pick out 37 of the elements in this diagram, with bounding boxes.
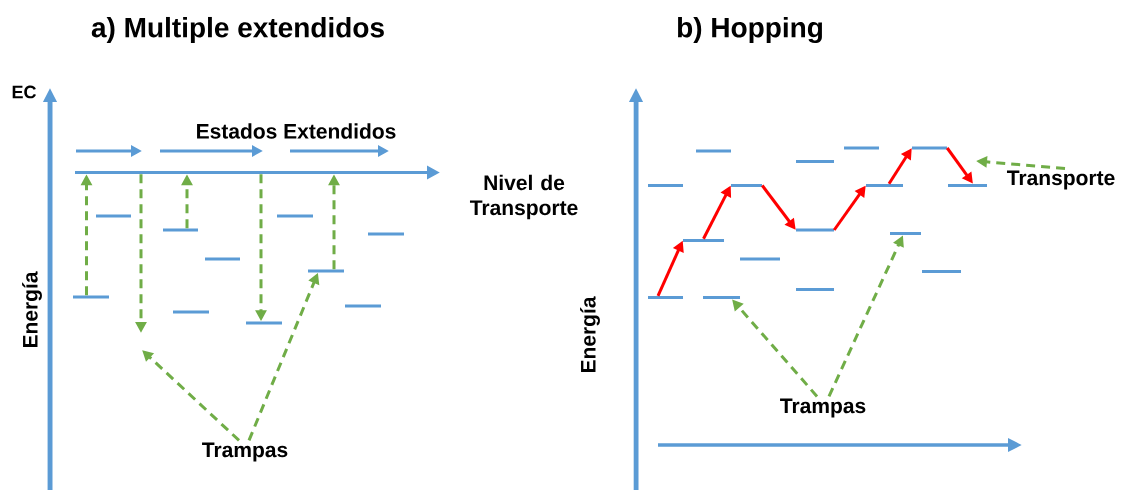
energy-level bbox=[912, 146, 947, 150]
axis-label: EC bbox=[12, 85, 36, 99]
energy-level bbox=[648, 296, 683, 300]
level-label: Nivel de Transporte bbox=[470, 174, 578, 220]
region-label: Estados Extendidos bbox=[197, 123, 396, 139]
energy-level bbox=[866, 184, 903, 187]
energy-level bbox=[696, 149, 731, 153]
energy-level bbox=[246, 321, 282, 325]
trap-label: Trampas bbox=[780, 398, 866, 418]
energy-level bbox=[703, 296, 740, 300]
energy-level bbox=[648, 184, 683, 187]
energy-level bbox=[308, 269, 344, 273]
panel-title: b) Hopping bbox=[678, 16, 822, 44]
energy-level bbox=[173, 310, 209, 314]
axis-label: Energía bbox=[580, 296, 600, 373]
energy-level bbox=[73, 295, 109, 299]
energy-level bbox=[796, 228, 834, 232]
energy-level bbox=[740, 257, 780, 261]
trap-label: Transporte bbox=[1007, 170, 1115, 190]
energy-level bbox=[96, 214, 131, 218]
energy-level bbox=[205, 257, 240, 261]
energy-level bbox=[948, 184, 987, 187]
axis-label: Energía bbox=[22, 271, 42, 348]
energy-level bbox=[368, 232, 404, 236]
energy-level bbox=[796, 288, 834, 292]
energy-level bbox=[796, 160, 834, 163]
energy-level bbox=[277, 214, 313, 218]
leader-arrow bbox=[142, 350, 241, 442]
energy-level bbox=[163, 228, 198, 232]
energy-level bbox=[683, 239, 724, 242]
energy-level bbox=[731, 184, 762, 187]
trap-label: Trampas bbox=[202, 442, 288, 462]
energy-level bbox=[890, 232, 921, 235]
energy-level bbox=[922, 270, 961, 273]
energy-level bbox=[844, 146, 879, 150]
panel-title: a) Multiple extendidos bbox=[91, 16, 384, 44]
energy-level bbox=[345, 304, 381, 308]
